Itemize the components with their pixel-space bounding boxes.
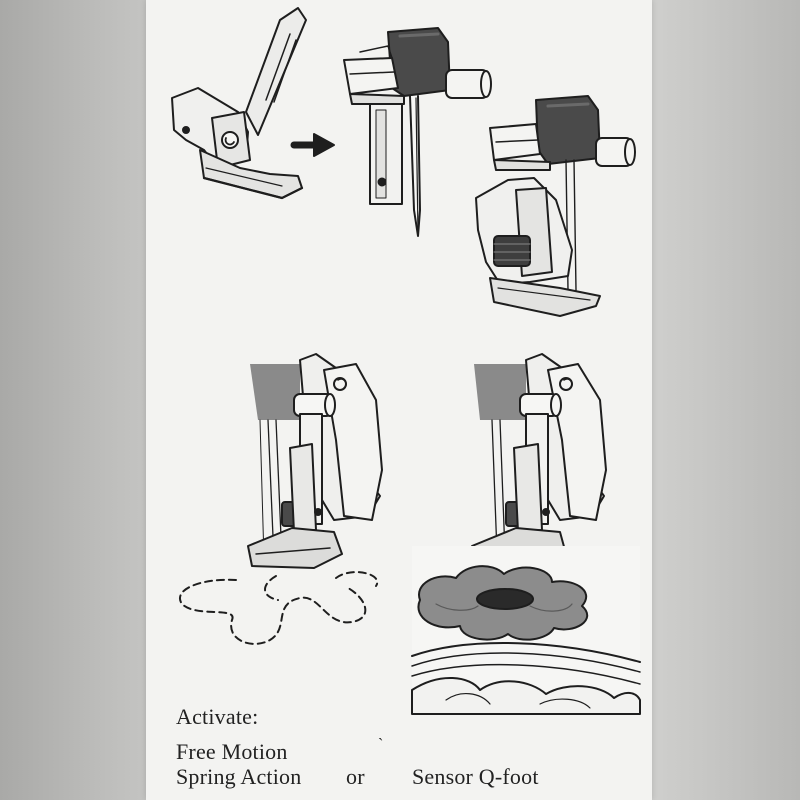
caption-heading: Activate: [176,704,259,729]
flower-applique-icon [417,565,589,641]
connector-or: or [346,764,365,789]
right-margin-shadow [652,0,800,800]
option-sensor-q-foot: Sensor Q-foot [412,764,539,789]
stitch-path-icon [179,571,379,645]
option-free-motion-line1: Free Motion [176,739,288,764]
presser-bar-needle-icon [343,27,492,237]
spring-action-foot-icon [247,353,383,569]
stray-mark: ` [378,736,384,753]
option-free-motion-line2: Spring Action [176,764,302,789]
snap-on-foot-icon [171,7,307,200]
left-margin-shadow [0,0,146,800]
arrow-right-icon [290,133,335,157]
attached-foot-icon [475,95,636,317]
